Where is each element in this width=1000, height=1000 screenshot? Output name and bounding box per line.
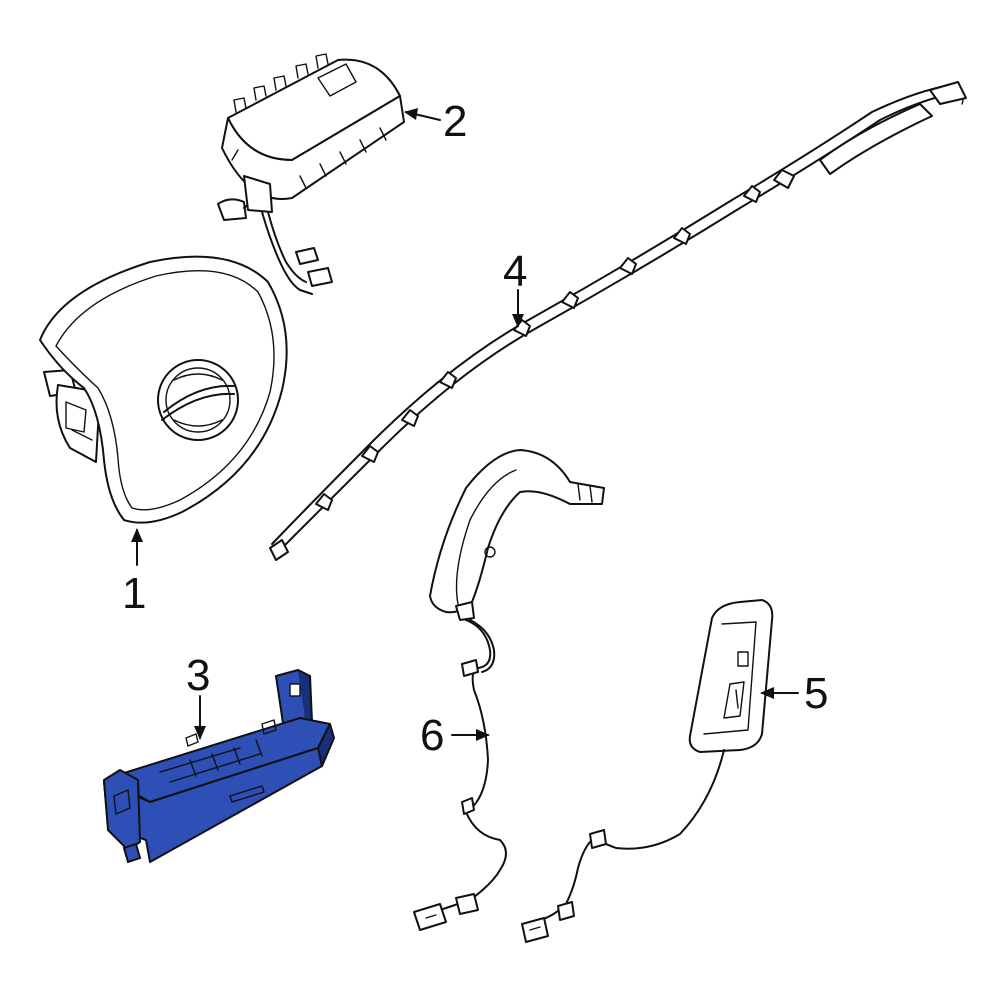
part-2-passenger-airbag[interactable]	[217, 53, 405, 295]
callout-1: 1	[122, 528, 146, 618]
part-5-seat-airbag[interactable]	[521, 599, 774, 943]
part-4-curtain-airbag[interactable]	[269, 81, 967, 561]
callout-number-3: 3	[186, 651, 210, 700]
callout-number-5: 5	[804, 669, 828, 718]
callout-6: 6	[420, 711, 490, 760]
callout-number-1: 1	[122, 569, 146, 618]
part-3-control-module[interactable]	[103, 669, 335, 864]
callout-number-2: 2	[443, 97, 467, 146]
callout-5: 5	[760, 669, 828, 718]
callout-2: 2	[404, 97, 467, 146]
part-6-side-airbag[interactable]	[413, 449, 605, 931]
callout-4: 4	[503, 247, 527, 328]
callout-3: 3	[186, 651, 210, 740]
callout-number-6: 6	[420, 711, 444, 760]
callout-number-4: 4	[503, 247, 527, 296]
part-1-driver-airbag[interactable]	[39, 255, 288, 524]
